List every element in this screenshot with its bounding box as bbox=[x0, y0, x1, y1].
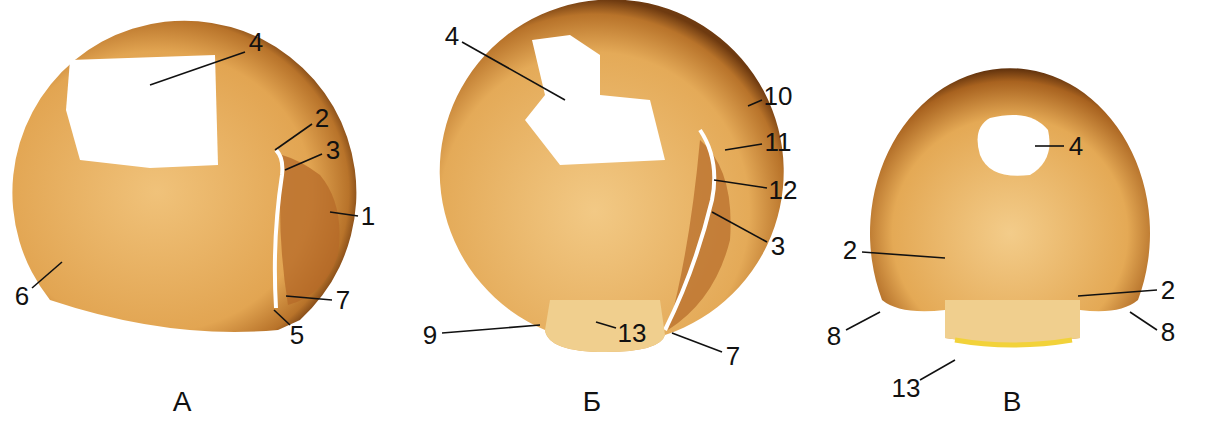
callout-number: 2 bbox=[1161, 277, 1175, 303]
callout-number: 9 bbox=[423, 322, 437, 348]
panel-letter: Б bbox=[583, 388, 601, 416]
callout-number: 3 bbox=[771, 233, 785, 259]
callout-number: 11 bbox=[765, 129, 792, 155]
embryo-c bbox=[870, 68, 1150, 345]
callout-number: 5 bbox=[290, 322, 304, 348]
callout-number: 10 bbox=[764, 83, 793, 109]
callout-number: 2 bbox=[315, 105, 329, 131]
callout-number: 13 bbox=[618, 320, 647, 346]
callout-number: 2 bbox=[843, 237, 857, 263]
callout-number: 13 bbox=[892, 375, 921, 401]
callout-number: 6 bbox=[15, 283, 29, 309]
callout-number: 4 bbox=[445, 23, 459, 49]
blastocoel bbox=[66, 55, 218, 168]
callout-number: 3 bbox=[326, 137, 340, 163]
callout-number: 4 bbox=[1069, 133, 1083, 159]
panel-letter: В bbox=[1003, 388, 1022, 416]
embryo-a bbox=[12, 21, 356, 332]
callout-number: 12 bbox=[769, 177, 798, 203]
callout-number: 8 bbox=[1161, 319, 1175, 345]
callout-number: 1 bbox=[361, 203, 375, 229]
blastocoel bbox=[525, 35, 665, 165]
embryo-b bbox=[440, 0, 784, 352]
callout-number: 4 bbox=[249, 29, 263, 55]
callout-number: 7 bbox=[726, 343, 740, 369]
callout-number: 8 bbox=[827, 323, 841, 349]
callout-number: 7 bbox=[336, 287, 350, 313]
panel-letter: А bbox=[173, 388, 192, 416]
leader-lines bbox=[32, 42, 1157, 380]
